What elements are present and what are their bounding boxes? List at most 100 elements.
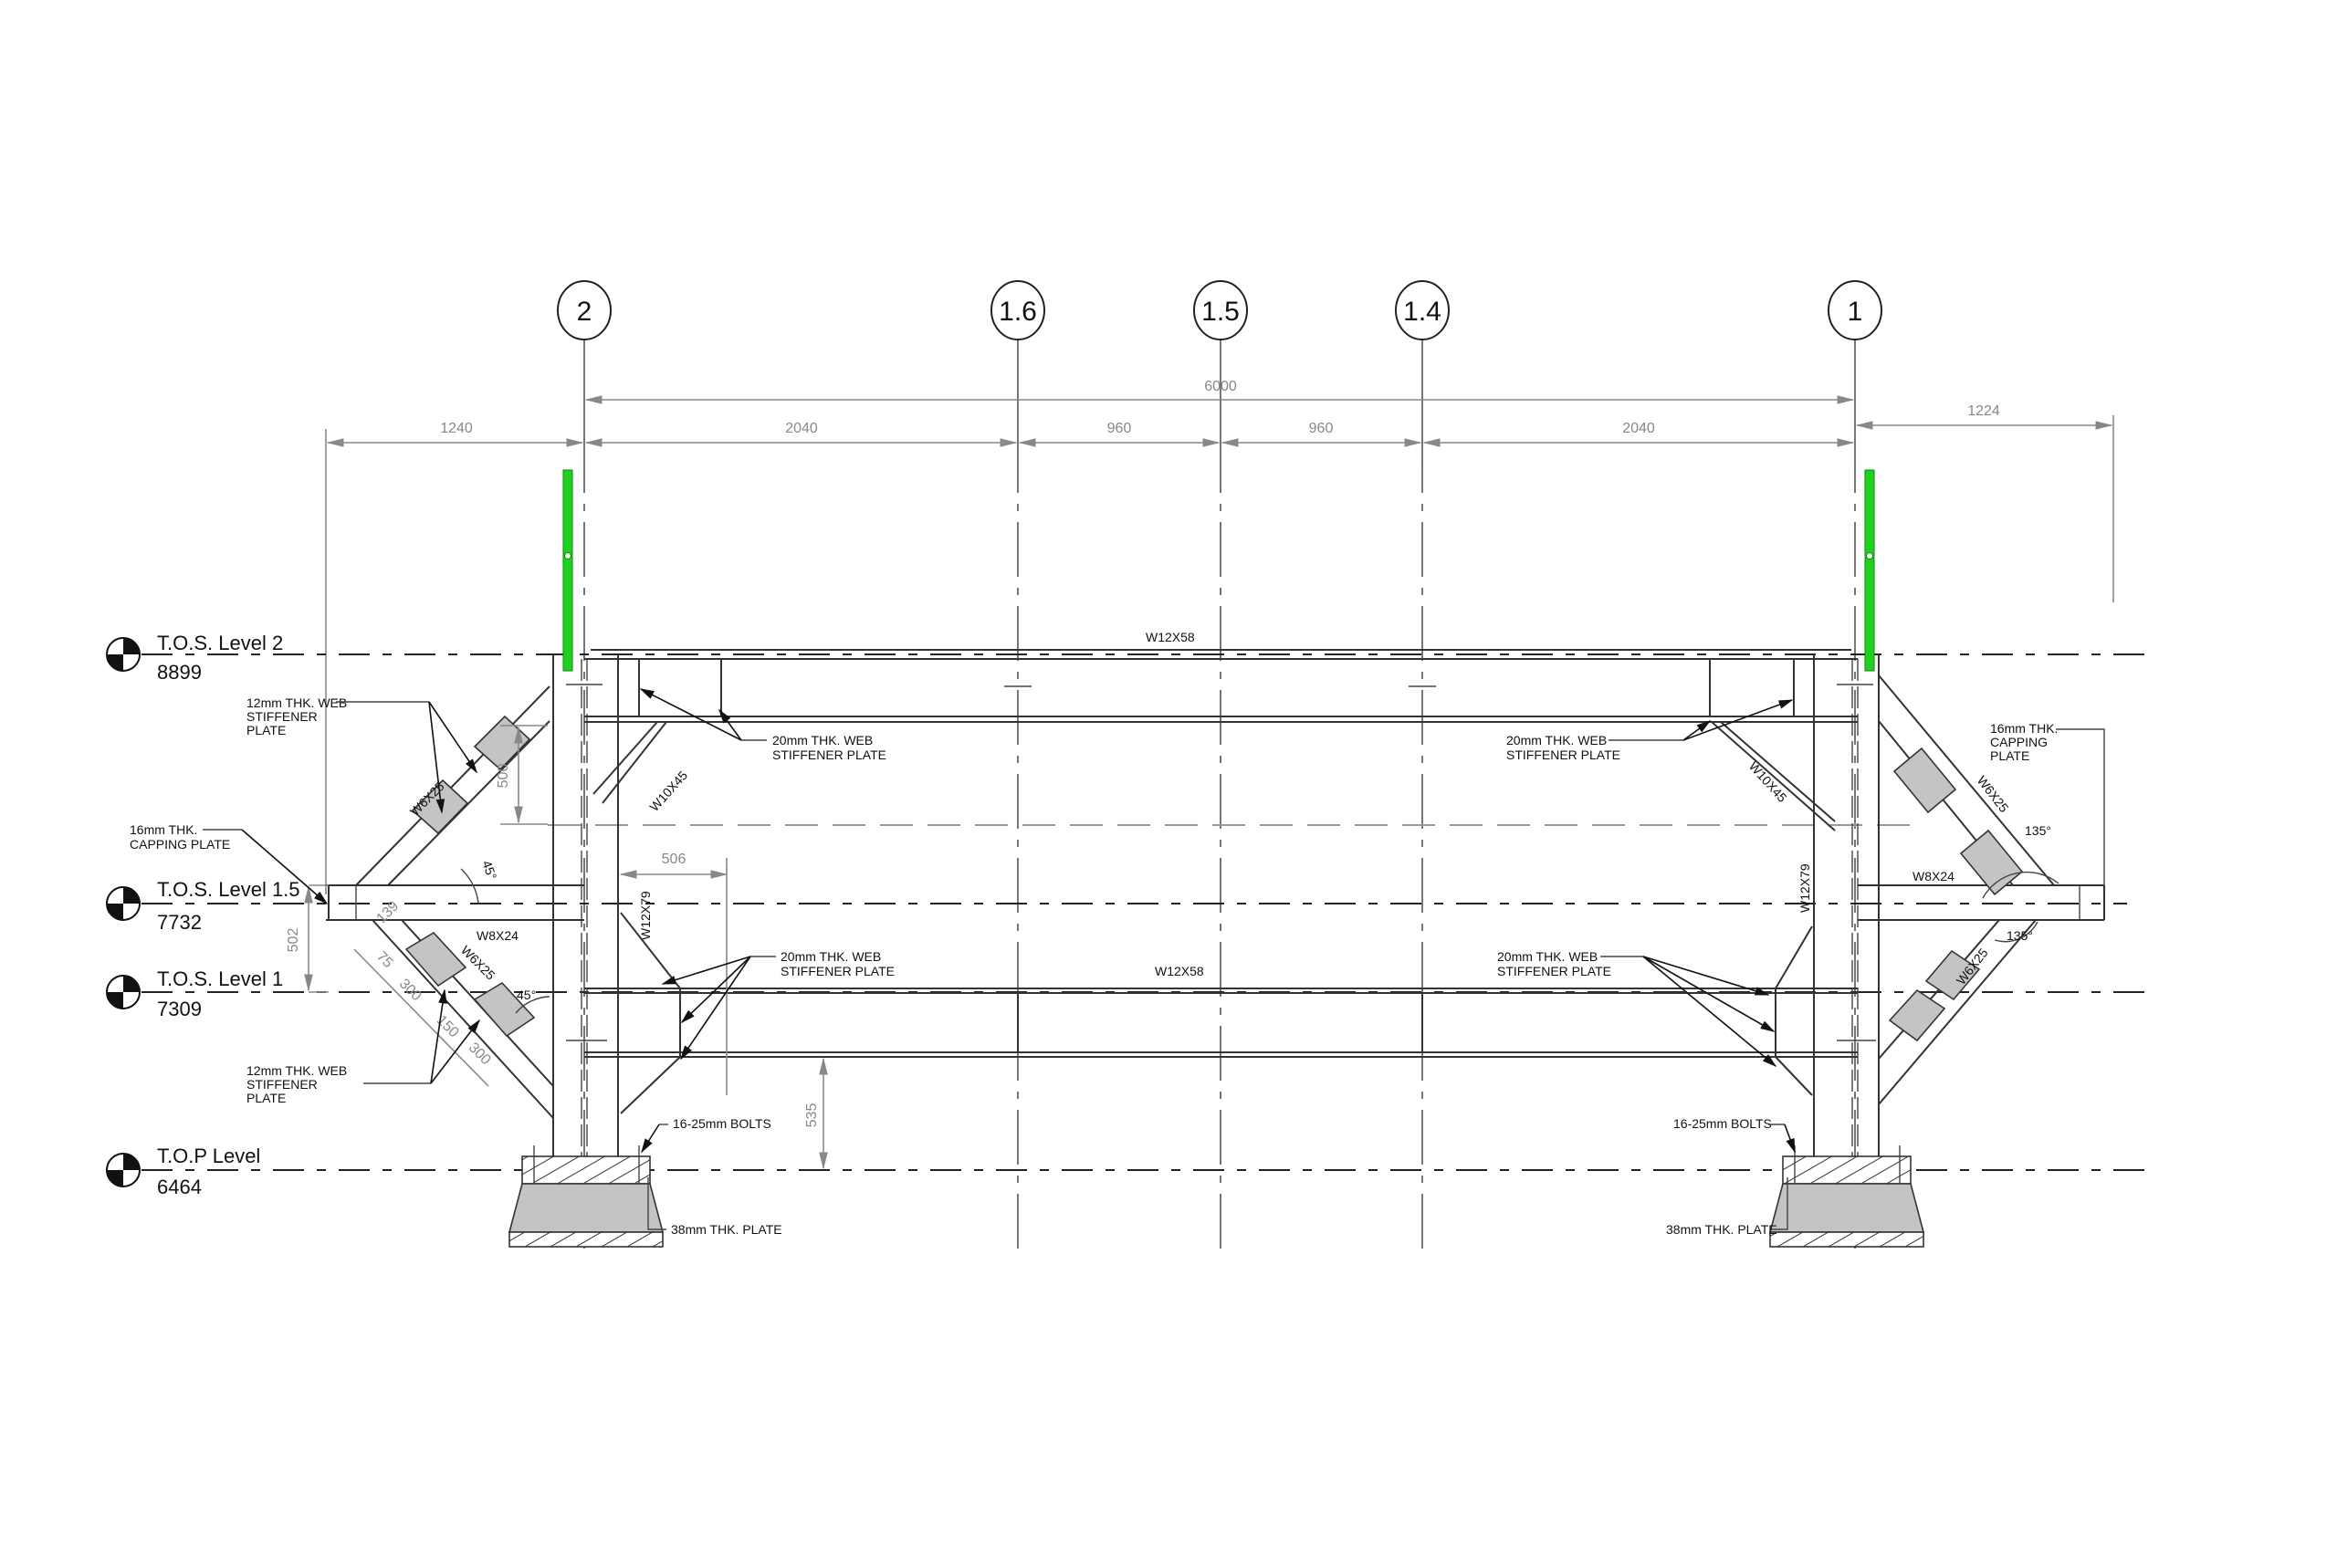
dimension-stiffener-offset: 506	[619, 852, 728, 1095]
member-label-column-right: W12X79	[1797, 863, 1812, 913]
note-baseplate-right: 38mm THK. PLATE	[1666, 1177, 1788, 1237]
dimension-overall: 6000	[584, 379, 1855, 404]
grid-label-1-5: 1.5	[1201, 297, 1240, 327]
dimension-1240: 1240	[440, 421, 473, 436]
diagonal-upper-left[interactable]	[355, 685, 550, 886]
level-elevation: 8899	[157, 661, 202, 684]
angle-upper-left: 45°	[479, 859, 499, 882]
note-capping-left: 16mm THK. CAPPING PLATE	[130, 822, 329, 905]
dimension-960-right: 960	[1309, 421, 1334, 436]
angle-arc-lower-right	[1994, 921, 2038, 943]
column-right[interactable]	[1813, 654, 1880, 1159]
level-elevation: 6464	[157, 1176, 202, 1198]
svg-text:20mm THK. WEB: 20mm THK. WEB	[1506, 733, 1607, 747]
dimension-row-bays: 1240 2040 960 960 2040	[325, 421, 1855, 894]
dimension-right-overhang: 1224	[1855, 403, 2114, 602]
note-capping-right: 16mm THK. CAPPING PLATE	[1990, 721, 2105, 885]
level-name: T.O.S. Level 1	[157, 967, 283, 990]
note-bolts-right: 16-25mm BOLTS	[1673, 1116, 1796, 1154]
datum-icon	[106, 975, 141, 1009]
level-name: T.O.P Level	[157, 1145, 260, 1167]
svg-text:STIFFENER PLATE: STIFFENER PLATE	[781, 964, 895, 978]
angle-lower-right: 135°	[2007, 928, 2033, 943]
dimension-75: 75	[373, 949, 396, 972]
cantilever-left[interactable]	[326, 884, 584, 921]
lower-knee-left[interactable]	[620, 912, 681, 1114]
level-marker-tos-2: T.O.S. Level 2 8899	[106, 632, 283, 684]
column-left[interactable]	[552, 654, 619, 1159]
post-node-right	[1866, 552, 1873, 559]
member-label-knee-right: W10X45	[1746, 758, 1790, 805]
member-label-diag-upper-right: W6X25	[1975, 773, 2012, 815]
datum-icon	[106, 886, 141, 921]
highlight-post-right[interactable]	[1864, 469, 1875, 672]
svg-text:STIFFENER PLATE: STIFFENER PLATE	[772, 747, 886, 762]
dimension-level-offset: 502	[286, 884, 329, 993]
dimension-2040-left: 2040	[785, 421, 818, 436]
footing-right[interactable]	[1768, 1145, 1925, 1248]
angle-arc-upper-right	[1982, 871, 2059, 899]
svg-text:16mm THK.: 16mm THK.	[1990, 721, 2058, 736]
note-web-stiffener-20-lower-right: 20mm THK. WEB STIFFENER PLATE	[1497, 949, 1777, 1068]
level-elevation: 7732	[157, 911, 202, 934]
knee-brace-right[interactable]	[1711, 721, 1836, 831]
svg-text:STIFFENER PLATE: STIFFENER PLATE	[1497, 964, 1611, 978]
svg-text:CAPPING: CAPPING	[1990, 735, 2048, 749]
svg-text:38mm THK. PLATE: 38mm THK. PLATE	[1666, 1222, 1777, 1237]
grid-label-1-4: 1.4	[1403, 297, 1441, 327]
note-web-stiffener-20-upper-right: 20mm THK. WEB STIFFENER PLATE	[1506, 699, 1794, 762]
diagonal-lower-left[interactable]	[372, 919, 554, 1119]
svg-text:STIFFENER: STIFFENER	[246, 1077, 318, 1092]
grid-line-2: 2	[557, 280, 612, 1250]
grid-label-2: 2	[577, 297, 592, 327]
svg-text:16mm THK.: 16mm THK.	[130, 822, 197, 837]
svg-text:20mm THK. WEB: 20mm THK. WEB	[1497, 949, 1598, 964]
dimension-960-left: 960	[1107, 421, 1132, 436]
post-node-left	[564, 552, 571, 559]
angle-lower-left: 45°	[517, 988, 536, 1002]
dimension-500: 500	[496, 764, 511, 789]
member-label-cantilever-right: W8X24	[1913, 869, 1954, 883]
cantilever-right[interactable]	[1858, 884, 2105, 921]
grid-label-1-6: 1.6	[999, 297, 1037, 327]
note-web-stiffener-20-lower-left: 20mm THK. WEB STIFFENER PLATE	[661, 949, 895, 1061]
diagonal-lower-right[interactable]	[1878, 919, 2037, 1105]
dimension-139: 139	[373, 898, 402, 926]
grid-bubble-1-6	[990, 280, 1045, 340]
svg-text:16-25mm BOLTS: 16-25mm BOLTS	[1673, 1116, 1772, 1131]
dimension-1224: 1224	[1967, 403, 2000, 419]
highlight-post-left[interactable]	[562, 469, 573, 672]
svg-text:PLATE: PLATE	[1990, 748, 2029, 763]
member-label-column-left: W12X79	[638, 891, 653, 940]
dimension-535: 535	[804, 1103, 820, 1128]
dimension-2040-right: 2040	[1622, 421, 1655, 436]
dimension-left-brace: 500	[496, 725, 548, 825]
angle-arc-upper-left	[460, 868, 479, 904]
diagonal-upper-right[interactable]	[1878, 674, 2055, 896]
note-web-stiffener-20-upper-left: 20mm THK. WEB STIFFENER PLATE	[639, 688, 886, 762]
top-beam[interactable]	[566, 649, 1873, 723]
grid-line-1-5: 1.5	[1193, 280, 1248, 1250]
footing-left[interactable]	[508, 1145, 665, 1248]
svg-text:16-25mm BOLTS: 16-25mm BOLTS	[673, 1116, 771, 1131]
svg-text:STIFFENER PLATE: STIFFENER PLATE	[1506, 747, 1620, 762]
dimension-300-a: 300	[396, 976, 424, 1004]
note-baseplate-left: 38mm THK. PLATE	[647, 1177, 782, 1237]
member-label-top-beam: W12X58	[1146, 630, 1195, 644]
svg-text:12mm THK. WEB: 12mm THK. WEB	[246, 1063, 347, 1078]
note-bolts-left: 16-25mm BOLTS	[641, 1116, 771, 1154]
member-label-knee-left: W10X45	[646, 768, 690, 814]
level-marker-tos-1-5: T.O.S. Level 1.5 7732	[106, 878, 300, 934]
svg-text:20mm THK. WEB: 20mm THK. WEB	[781, 949, 881, 964]
grid-bubble-1-5	[1193, 280, 1248, 340]
level-name: T.O.S. Level 2	[157, 632, 283, 654]
knee-brace-left[interactable]	[592, 721, 667, 804]
svg-text:12mm THK. WEB: 12mm THK. WEB	[246, 695, 347, 710]
svg-text:STIFFENER: STIFFENER	[246, 709, 318, 724]
svg-text:20mm THK. WEB: 20mm THK. WEB	[772, 733, 873, 747]
bottom-beam[interactable]	[566, 988, 1876, 1058]
lower-knee-right[interactable]	[1775, 925, 1813, 1096]
member-label-diag-lower-left: W6X25	[458, 943, 498, 983]
grid-label-1: 1	[1848, 297, 1863, 327]
